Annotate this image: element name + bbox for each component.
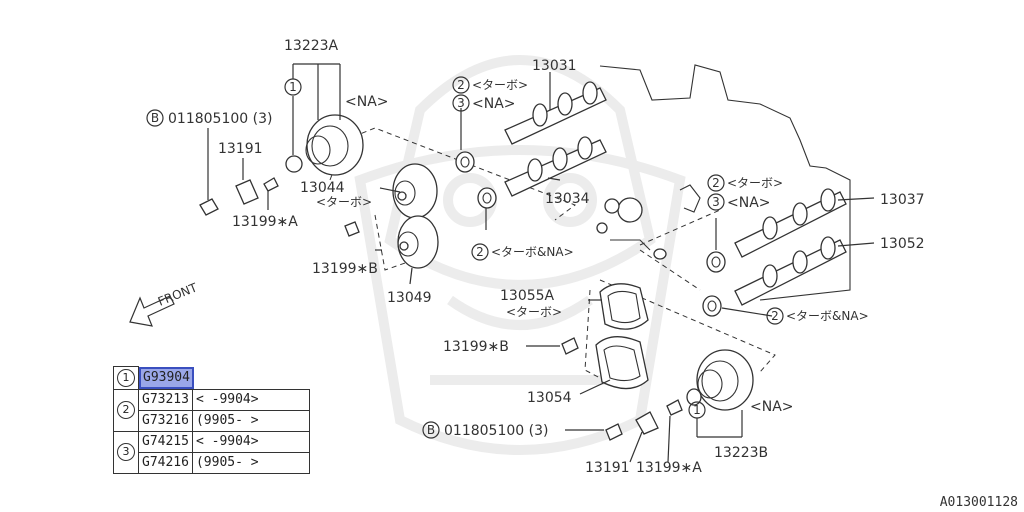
marker-2-right: 2	[712, 176, 720, 190]
marker-2-right2: 2	[771, 309, 779, 323]
label-na-top: <NA>	[345, 94, 389, 110]
label-turbo-na-right: <ターボ&NA>	[786, 309, 869, 323]
label-13199a-bottom: 13199∗A	[636, 460, 702, 476]
label-bolt-bottom: 011805100 (3)	[444, 423, 548, 439]
table-row: G73216 (9905- >	[114, 409, 310, 432]
label-front: FRONT	[156, 280, 200, 309]
row-index: 3	[113, 430, 139, 474]
selected-part-number[interactable]: G93904	[139, 366, 194, 389]
parts-legend-table: 1 G93904 2 G73213 < -9904> G73216 (9905-…	[113, 366, 310, 474]
table-row: 1 G93904	[113, 366, 310, 390]
timing-belt-13055a	[599, 283, 649, 330]
range-cell: < -9904>	[191, 430, 310, 453]
table-row: 3 G74215 < -9904>	[113, 430, 310, 474]
label-13054: 13054	[527, 390, 572, 406]
camshaft-13052	[734, 236, 847, 306]
seal-rings	[455, 151, 726, 317]
label-13199a-top: 13199∗A	[232, 214, 298, 230]
label-13049: 13049	[387, 290, 432, 306]
label-13223b: 13223B	[714, 445, 768, 461]
idler-pulley-13049	[397, 215, 439, 269]
front-arrow-icon	[129, 295, 175, 327]
row-index-circle: 3	[117, 443, 135, 461]
marker-2-mid: 2	[476, 245, 484, 259]
marker-1-bottom: 1	[693, 403, 701, 417]
reference-code: A013001128	[939, 495, 1018, 510]
label-na-top2: <NA>	[472, 96, 516, 112]
camshaft-13031	[504, 81, 607, 145]
part-number-cell: G73216	[138, 409, 193, 432]
leader-lines	[207, 63, 875, 463]
range-cell: (9905- >	[191, 451, 310, 474]
label-13199b-left: 13199∗B	[312, 261, 378, 277]
row-index-circle: 2	[117, 401, 135, 419]
part-number-cell: G74215	[138, 430, 193, 453]
label-13223a: 13223A	[284, 38, 339, 54]
cam-sprocket-13223a	[285, 114, 364, 176]
table-row: 2 G73213 < -9904>	[113, 388, 310, 432]
guide-lines	[329, 127, 776, 379]
range-cell: < -9904>	[191, 388, 310, 411]
bolts-and-plates	[199, 177, 683, 441]
row-index: 2	[113, 388, 139, 432]
label-turbo-top: <ターボ>	[472, 78, 528, 92]
label-turbo-na-mid: <ターボ&NA>	[491, 245, 574, 259]
timing-belt-13054	[595, 336, 649, 390]
marker-3-right: 3	[712, 195, 720, 209]
label-13034: 13034	[545, 191, 590, 207]
label-na-right: <NA>	[727, 195, 771, 211]
label-turbo-right: <ターボ>	[727, 176, 783, 190]
label-13052: 13052	[880, 236, 925, 252]
label-13055a: 13055A	[500, 288, 555, 304]
label-13044: 13044	[300, 180, 345, 196]
label-turbo-13055a: <ターボ>	[506, 305, 562, 319]
camshaft-13037	[734, 188, 847, 258]
circle-markers	[146, 76, 784, 439]
label-13199b-mid: 13199∗B	[443, 339, 509, 355]
marker-2-top: 2	[457, 78, 465, 92]
label-13037: 13037	[880, 192, 925, 208]
marker-b-top: B	[151, 111, 159, 125]
marker-3-top: 3	[457, 96, 465, 110]
row-index-circle: 1	[117, 368, 135, 387]
part-number-cell: G73213	[138, 388, 193, 411]
marker-1-top: 1	[289, 80, 297, 94]
cam-sprocket-13223b	[686, 349, 754, 411]
row-index: 1	[113, 366, 139, 390]
cylinder-head-outline	[599, 64, 851, 301]
camshaft-13034	[504, 136, 607, 197]
part-number-cell: G93904	[139, 366, 310, 390]
label-turbo-13044: <ターボ>	[316, 195, 372, 209]
tensioner-parts	[596, 184, 701, 260]
part-number-cell: G74216	[138, 451, 193, 474]
label-na-bottom: <NA>	[750, 399, 794, 415]
label-13191-top: 13191	[218, 141, 263, 157]
idler-pulley-13044	[392, 163, 438, 219]
label-13031: 13031	[532, 58, 577, 74]
table-row: G74216 (9905- >	[114, 451, 310, 474]
label-bolt-top: 011805100 (3)	[168, 111, 272, 127]
marker-b-bottom: B	[427, 423, 435, 437]
label-13191-bottom: 13191	[585, 460, 630, 476]
range-cell: (9905- >	[191, 409, 310, 432]
